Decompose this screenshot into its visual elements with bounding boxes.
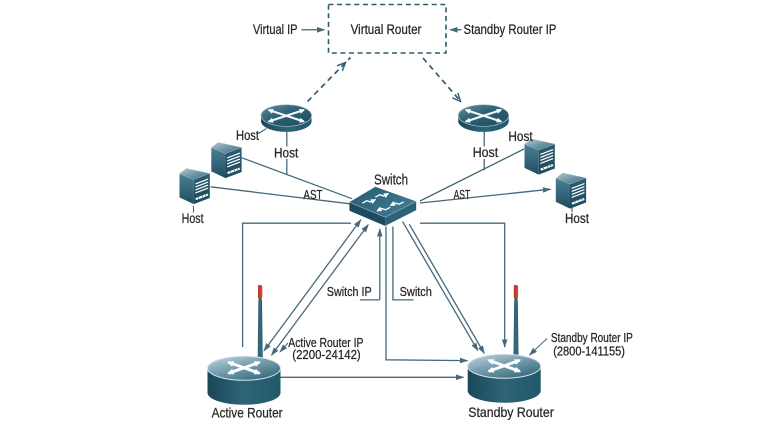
svg-text:Active Router: Active Router [212,405,283,421]
svg-text:Active Router IP: Active Router IP [288,335,363,350]
svg-text:Host: Host [473,145,499,160]
svg-text:Switch IP: Switch IP [327,284,372,299]
svg-text:Virtual Router: Virtual Router [351,22,422,37]
svg-text:Virtual IP: Virtual IP [253,22,298,37]
svg-text:Switch: Switch [374,171,408,188]
svg-text:Standby Router IP: Standby Router IP [464,22,557,37]
svg-text:Host: Host [565,211,589,226]
svg-text:AST: AST [303,187,322,202]
svg-text:(2200-24142): (2200-24142) [292,347,360,362]
svg-text:AST: AST [454,187,471,202]
svg-text:Host: Host [182,211,204,226]
svg-text:Host: Host [274,146,299,161]
svg-text:Host: Host [236,128,259,143]
svg-text:Standby Router IP: Standby Router IP [551,331,633,345]
svg-text:Switch: Switch [400,284,432,299]
svg-text:Host: Host [508,129,533,144]
svg-text:(2800-141155): (2800-141155) [553,344,625,358]
svg-text:Standby Router: Standby Router [468,404,554,420]
